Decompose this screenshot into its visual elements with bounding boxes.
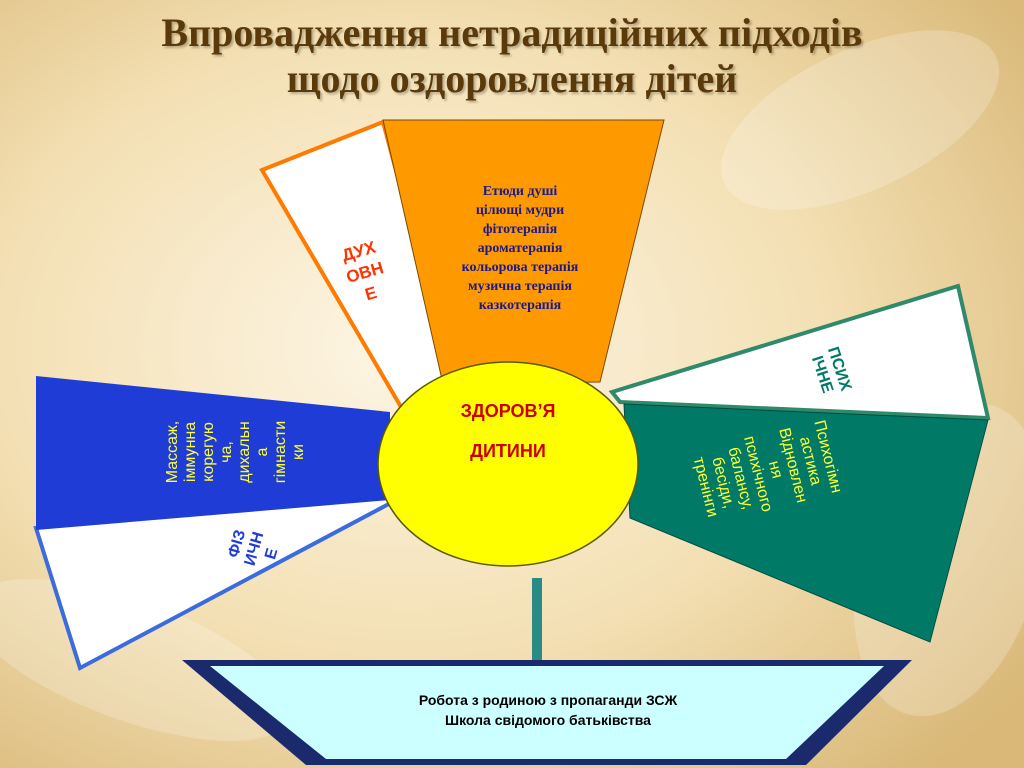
list-item: гімнасти xyxy=(272,420,289,484)
center-line-1: ЗДОРОВ’Я xyxy=(460,401,556,421)
bottom-box-inner xyxy=(210,666,884,759)
list-item: казкотерапія xyxy=(478,298,562,313)
list-item: ча, xyxy=(218,441,235,463)
bottom-line-1: Робота з родиною з пропаганди ЗСЖ xyxy=(418,692,678,708)
slide-title: Впровадження нетрадиційних підходів щодо… xyxy=(60,10,964,102)
title-line-2: щодо оздоровлення дітей xyxy=(286,56,738,101)
list-item: іммунна xyxy=(182,421,199,483)
title-line-1: Впровадження нетрадиційних підходів xyxy=(161,10,863,55)
petal-psychic xyxy=(608,283,991,421)
center-text: ЗДОРОВ’Я ДИТИНИ xyxy=(428,401,588,461)
center-line-2: ДИТИНИ xyxy=(470,441,546,461)
list-item: а xyxy=(254,447,271,457)
petal-left-blue xyxy=(36,376,390,530)
list-item: Массаж, xyxy=(164,420,181,484)
list-item: кольорова терапія xyxy=(461,260,579,275)
bottom-line-2: Школа свідомого батьківства xyxy=(445,712,651,728)
list-item: дихальн xyxy=(236,421,253,483)
list-item: корегую xyxy=(200,422,217,482)
top-petal-list: Етюди душі цілющі мудри фітотерапія аром… xyxy=(420,182,620,315)
center-circle xyxy=(377,361,639,567)
connector-bar xyxy=(532,578,542,664)
left-petal-list: Массаж, іммунна корегую ча, дихальн а гі… xyxy=(164,352,308,552)
petal-top-orange xyxy=(382,119,665,385)
list-item: ароматерапія xyxy=(477,241,563,256)
list-item: музична терапія xyxy=(468,279,572,294)
list-item: ки xyxy=(290,444,307,460)
list-item: фітотерапія xyxy=(482,222,558,237)
list-item: цілющі мудри xyxy=(475,203,565,218)
list-item: Етюди душі xyxy=(482,184,558,199)
bottom-box-text: Робота з родиною з пропаганди ЗСЖ Школа … xyxy=(332,690,764,730)
